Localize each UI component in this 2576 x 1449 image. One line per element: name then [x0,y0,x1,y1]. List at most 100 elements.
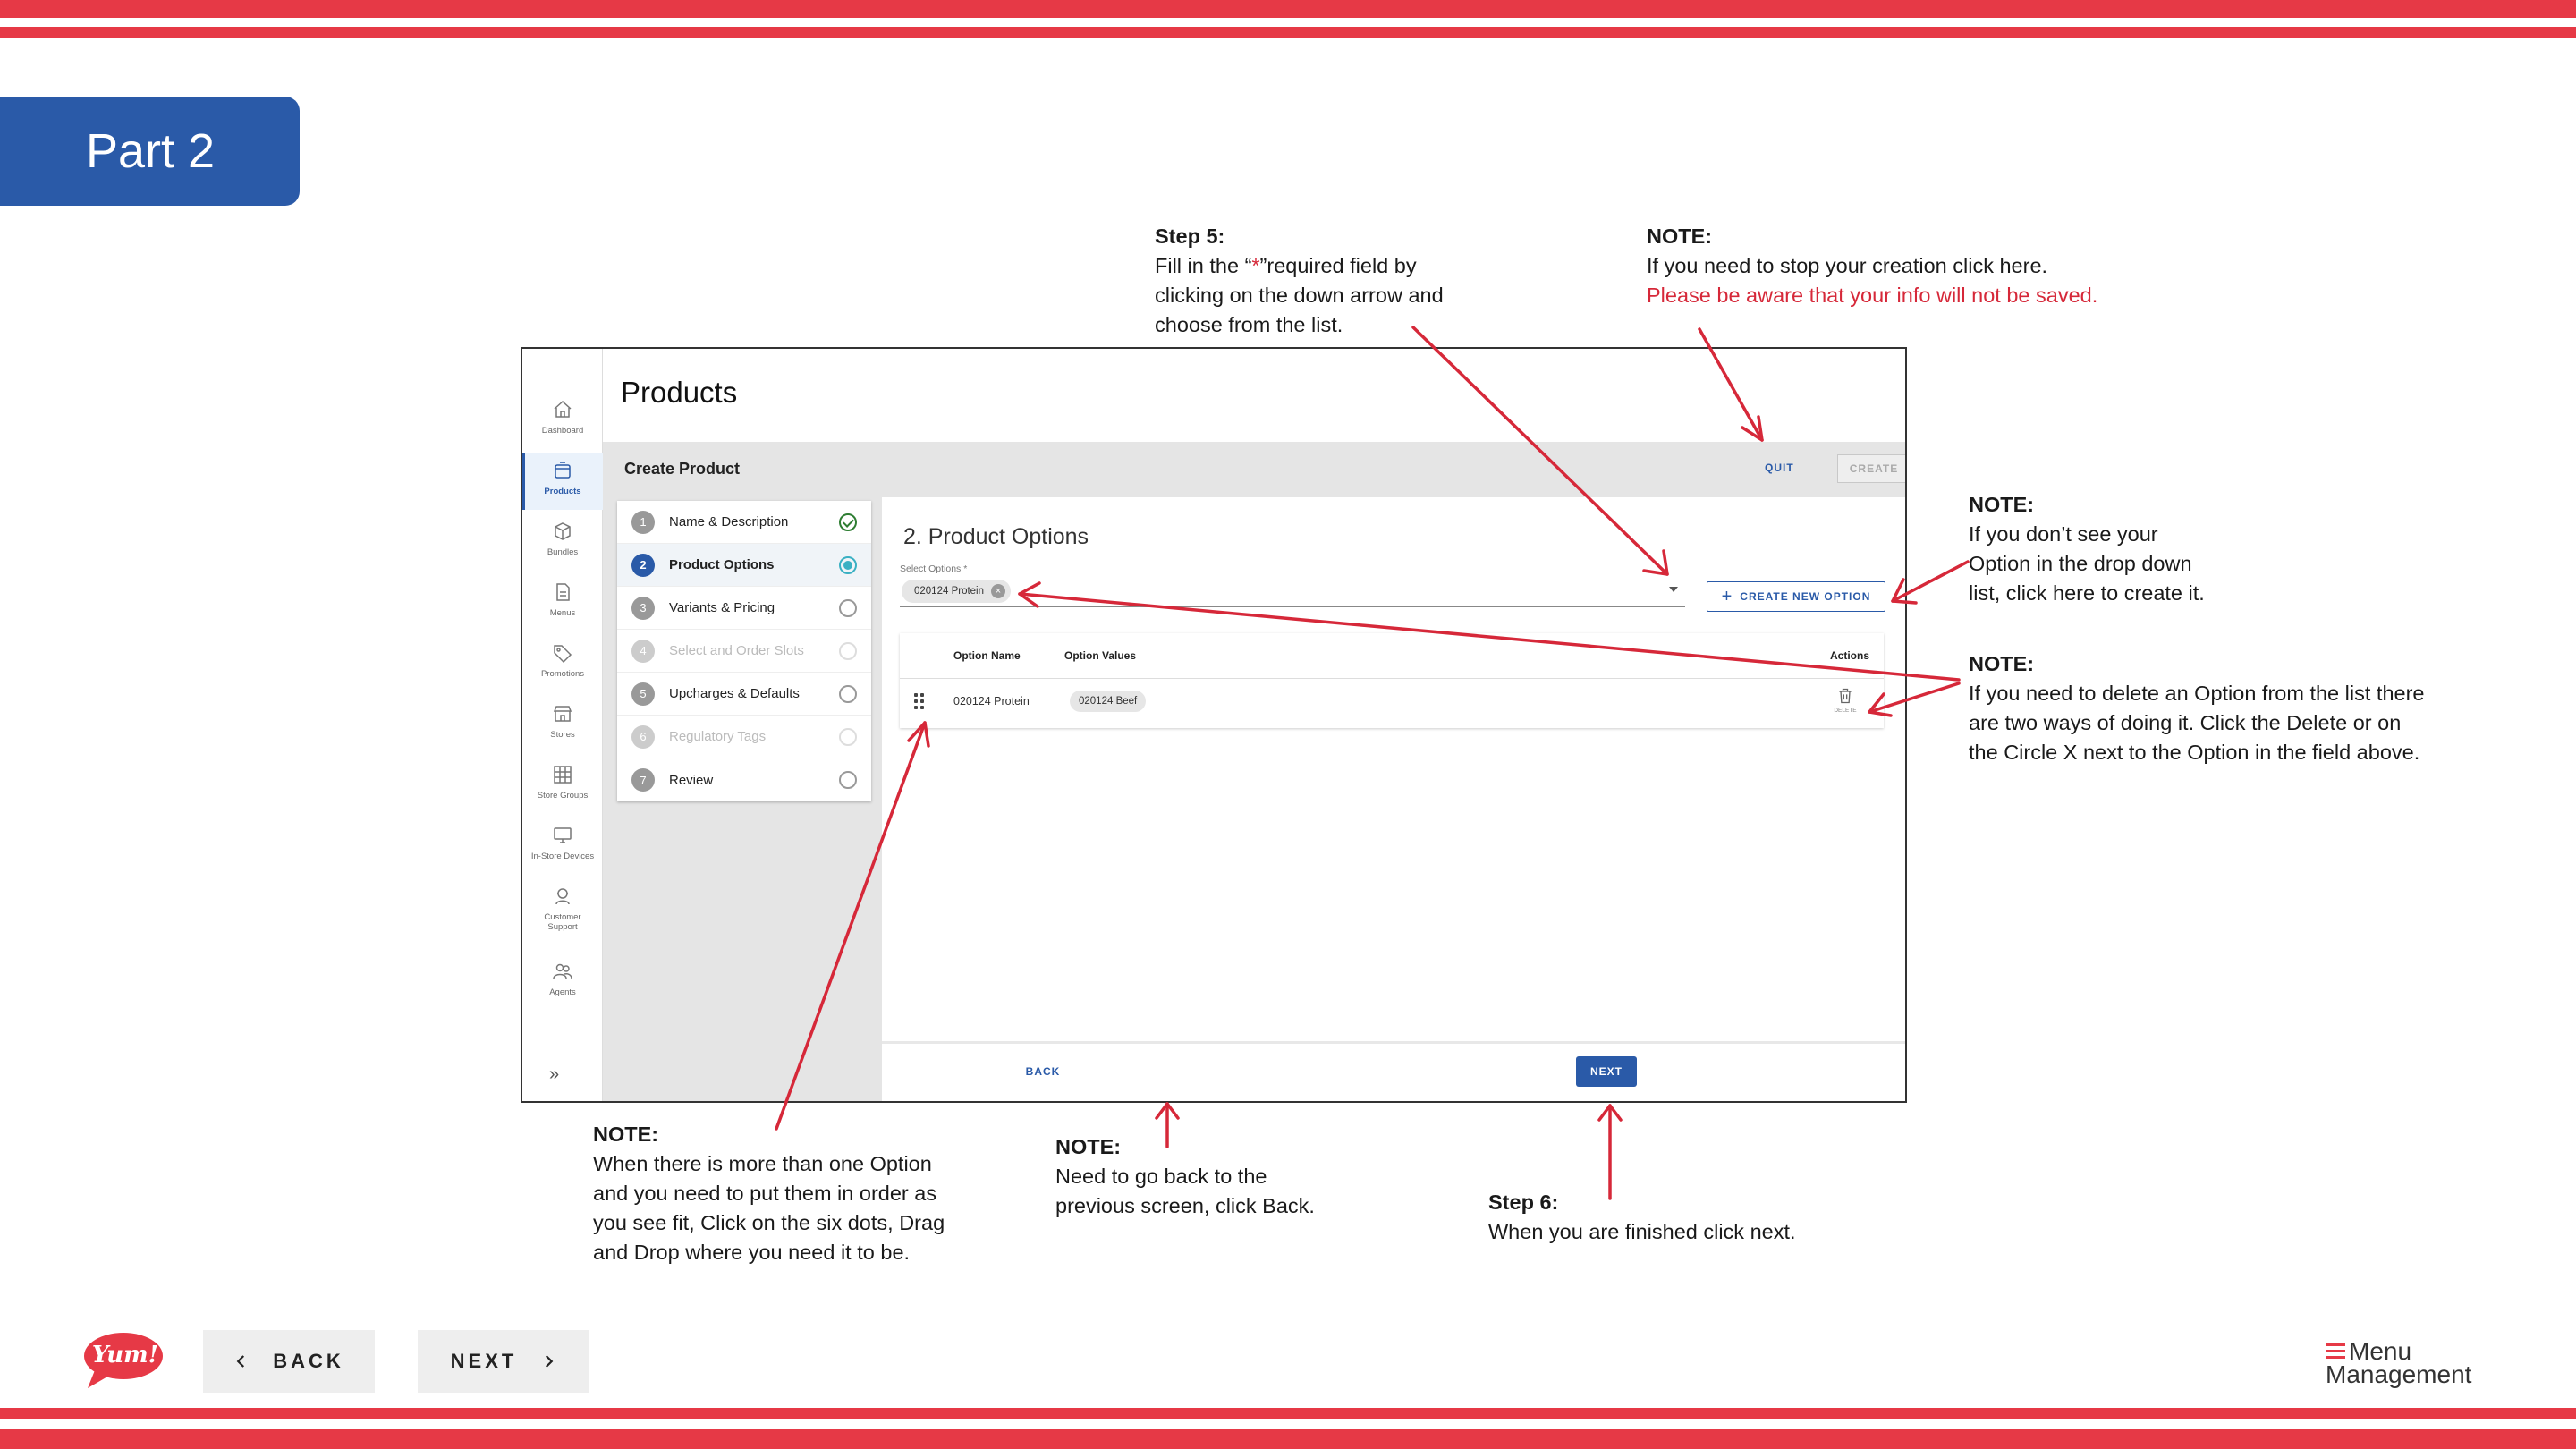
note-back: NOTE: Need to go back to the previous sc… [1055,1132,1315,1221]
chevron-left-icon [236,1355,245,1368]
required-asterisk: * [1251,254,1260,277]
menu-management-logo: Menu Management [2326,1339,2472,1388]
note-drag: NOTE: When there is more than one Option… [593,1120,945,1267]
create-button[interactable]: CREATE [1837,454,1905,483]
collapse-rail-icon[interactable]: » [549,1064,560,1084]
chip-label: 020124 Protein [914,586,985,597]
rail-item-products[interactable]: Products [522,453,603,510]
step-number: 6 [631,724,655,749]
note-line: are two ways of doing it. Click the Dele… [1969,711,2402,734]
note-line: the Circle X next to the Option in the f… [1969,741,2420,764]
note-line: choose from the list. [1155,313,1343,336]
part-label: Part 2 [86,124,216,178]
slide-back-button[interactable]: BACK [203,1330,375,1393]
check-circle-icon [839,513,857,531]
note-quit: NOTE: If you need to stop your creation … [1647,222,2097,310]
note-line: Option in the drop down [1969,552,2192,575]
selected-option-chip[interactable]: 020124 Protein × [902,580,1012,603]
note-line: Fill in the “*”required field by [1155,251,1444,281]
radio-empty-icon [839,599,857,617]
create-new-option-button[interactable]: + CREATE NEW OPTION [1707,581,1885,612]
bottom-stripe-thin [0,1408,2576,1419]
note-line: previous screen, click Back. [1055,1194,1315,1217]
slide-next-label: NEXT [450,1350,518,1372]
note-line: When there is more than one Option [593,1152,932,1175]
nav-rail: Dashboard Products Bundles Menus Promoti… [522,349,603,1101]
slide-next-button[interactable]: NEXT [418,1330,589,1393]
rail-label: Customer [544,912,581,922]
delete-button[interactable]: DELETE [1832,686,1859,714]
button-label: CREATE NEW OPTION [1740,590,1871,603]
note-line: and Drop where you need it to be. [593,1241,911,1264]
step-number: 3 [631,596,655,620]
rail-item-menus[interactable]: Menus [522,581,603,633]
rail-item-dashboard[interactable]: Dashboard [522,399,603,451]
app-window: Dashboard Products Bundles Menus Promoti… [521,347,1907,1103]
option-name-cell: 020124 Protein [953,695,1030,708]
note-title: NOTE: [593,1123,659,1146]
step-label: Product Options [669,557,775,572]
step-label: Review [669,772,714,788]
step-label: Regulatory Tags [669,729,767,744]
column-header-option-name: Option Name [953,649,1021,662]
rail-item-promotions[interactable]: Promotions [522,642,603,694]
note-line: clicking on the down arrow and [1155,284,1444,307]
step-label: Name & Description [669,514,789,530]
back-button[interactable]: BACK [1025,1065,1061,1078]
grid-icon [554,766,572,784]
plus-icon: + [1721,586,1733,606]
trash-icon [1839,688,1852,704]
rail-item-store-groups[interactable]: Store Groups [522,764,603,816]
create-product-header: Create Product QUIT CREATE [603,442,1905,497]
box-icon [555,462,571,479]
column-header-actions: Actions [1830,649,1870,662]
page-title: Products [621,376,738,409]
note-line: list, click here to create it. [1969,581,2205,605]
step-name-description[interactable]: 1 Name & Description [617,501,871,544]
note-line: If you don’t see your [1969,522,2158,546]
rail-item-in-store-devices[interactable]: In-Store Devices [522,825,603,877]
step-label: Select and Order Slots [669,643,804,658]
rail-label: In-Store Devices [530,852,595,861]
document-icon [556,583,570,601]
rail-item-customer-support[interactable]: Customer Support [522,886,603,948]
rail-item-stores[interactable]: Stores [522,703,603,755]
note-text: Fill in the “ [1155,254,1252,277]
quit-button[interactable]: QUIT [1765,462,1794,474]
note-step6: Step 6: When you are finished click next… [1488,1188,1796,1247]
step-label: Variants & Pricing [669,600,775,615]
header-title: Create Product [624,460,741,478]
next-button[interactable]: NEXT [1576,1056,1637,1087]
home-icon [554,400,572,418]
step-variants-pricing[interactable]: 3 Variants & Pricing [617,587,871,630]
note-line: When you are finished click next. [1488,1220,1796,1243]
select-options-field[interactable] [900,606,1685,607]
drag-handle-icon[interactable] [914,693,927,711]
rail-item-agents[interactable]: Agents [522,961,603,1013]
radio-empty-icon [839,685,857,703]
step-number: 1 [631,510,655,534]
note-line: If you need to delete an Option from the… [1969,682,2425,705]
clear-circle-icon[interactable]: × [991,584,1006,598]
cube-icon [555,522,571,540]
bottom-stripe-thick [0,1429,2576,1449]
note-title: NOTE: [1055,1135,1122,1158]
rail-label: Stores [550,730,575,740]
note-warning: Please be aware that your info will not … [1647,284,2098,307]
radio-selected-icon [839,556,857,574]
support-icon [555,888,570,905]
yum-logo-text: Yum! [91,1342,159,1368]
top-stripe-thin [0,27,2576,38]
rail-item-bundles[interactable]: Bundles [522,521,603,572]
rail-label: Bundles [547,547,579,557]
brand-line2: Management [2326,1360,2472,1388]
step-number: 5 [631,682,655,706]
note-line: Need to go back to the [1055,1165,1267,1188]
dropdown-arrow-icon[interactable] [1669,587,1678,592]
